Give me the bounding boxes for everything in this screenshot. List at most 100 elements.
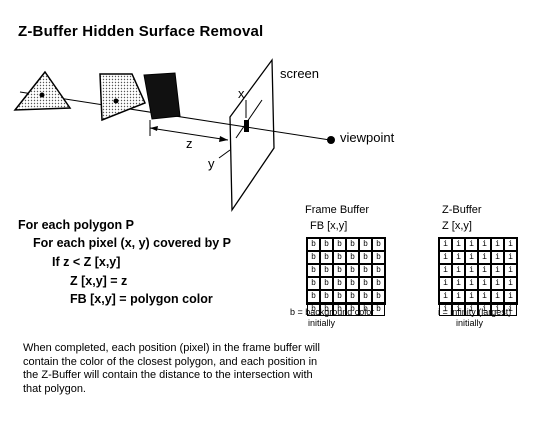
screen-pixel <box>244 120 249 132</box>
z-buffer-cell: i <box>439 251 452 264</box>
frame-buffer-cell: b <box>372 290 385 303</box>
frame-buffer-heading: Frame Buffer <box>305 204 369 216</box>
explanation-paragraph: When completed, each position (pixel) in… <box>23 342 320 395</box>
z-label: z <box>186 136 193 151</box>
frame-buffer-cell: b <box>307 264 320 277</box>
screen-plane <box>229 58 275 213</box>
z-buffer-cell: i <box>439 238 452 251</box>
z-buffer-cell: i <box>504 264 517 277</box>
far-triangle-polygon <box>13 70 72 111</box>
z-buffer-cell: i <box>452 303 465 316</box>
z-buffer-cell: i <box>452 251 465 264</box>
frame-buffer-cell: b <box>346 303 359 316</box>
frame-buffer-cell: b <box>359 238 372 251</box>
z-buffer-cell: i <box>478 303 491 316</box>
algo-line-5: FB [x,y] = polygon color <box>70 292 213 306</box>
frame-buffer-cell: b <box>372 251 385 264</box>
frame-buffer-cell: b <box>333 251 346 264</box>
frame-buffer-cell: b <box>307 290 320 303</box>
algo-line-2: For each pixel (x, y) covered by P <box>33 236 231 250</box>
frame-buffer-cell: b <box>333 277 346 290</box>
viewpoint-label: viewpoint <box>340 130 395 145</box>
z-buffer-cell: i <box>504 238 517 251</box>
algo-line-3: If z < Z [x,y] <box>52 255 121 269</box>
frame-buffer-cell: b <box>346 290 359 303</box>
screen-pixel-mark <box>235 99 263 139</box>
diagram-title: Z-Buffer Hidden Surface Removal <box>18 23 264 40</box>
frame-buffer-cell: b <box>307 238 320 251</box>
frame-buffer-cell: b <box>307 303 320 316</box>
frame-buffer-cell: b <box>320 264 333 277</box>
frame-buffer-cell: b <box>320 290 333 303</box>
z-buffer-cell: i <box>465 264 478 277</box>
z-dimension-line <box>149 127 229 141</box>
frame-buffer-cell: b <box>372 303 385 316</box>
z-buffer-cell: i <box>491 303 504 316</box>
z-buffer-cell: i <box>465 277 478 290</box>
z-buffer-cell: i <box>491 290 504 303</box>
screen-label: screen <box>280 66 320 81</box>
frame-buffer-cell: b <box>320 303 333 316</box>
frame-buffer-cell: b <box>320 238 333 251</box>
z-buffer-cell: i <box>465 290 478 303</box>
z-buffer-cell: i <box>504 277 517 290</box>
frame-buffer-cell: b <box>320 251 333 264</box>
z-buffer-heading: Z-Buffer <box>442 204 482 216</box>
z-buffer-cell: i <box>504 290 517 303</box>
z-buffer-cell: i <box>491 251 504 264</box>
y-label: y <box>208 156 215 171</box>
z-buffer-note-2: initially <box>456 318 484 328</box>
frame-buffer-note-2: initially <box>308 318 336 328</box>
frame-buffer-cell: b <box>333 264 346 277</box>
frame-buffer-subheading: FB [x,y] <box>310 220 348 232</box>
z-buffer-cell: i <box>452 264 465 277</box>
frame-buffer-cell: b <box>359 303 372 316</box>
viewpoint-dot <box>327 136 335 144</box>
z-buffer-cell: i <box>452 277 465 290</box>
frame-buffer-cell: b <box>372 238 385 251</box>
frame-buffer-cell: b <box>307 277 320 290</box>
z-buffer-cell: i <box>478 277 491 290</box>
frame-buffer-cell: b <box>333 303 346 316</box>
algo-line-4: Z [x,y] = z <box>70 274 128 288</box>
frame-buffer-cell: b <box>372 277 385 290</box>
z-buffer-cell: i <box>439 277 452 290</box>
near-dark-polygon <box>143 72 181 120</box>
z-buffer-cell: i <box>465 238 478 251</box>
z-buffer-cell: i <box>491 264 504 277</box>
x-label: x <box>238 86 245 101</box>
frame-buffer-cell: b <box>333 238 346 251</box>
frame-buffer-cell: b <box>372 264 385 277</box>
z-buffer-cell: i <box>478 264 491 277</box>
frame-buffer-cell: b <box>359 264 372 277</box>
z-buffer-cell: i <box>439 303 452 316</box>
z-buffer-cell: i <box>504 303 517 316</box>
frame-buffer-cell: b <box>346 277 359 290</box>
z-buffer-cell: i <box>478 251 491 264</box>
z-buffer-cell: i <box>504 251 517 264</box>
middle-quad-hit <box>113 98 119 104</box>
frame-buffer-cell: b <box>307 251 320 264</box>
algo-line-1: For each polygon P <box>18 218 134 232</box>
frame-buffer-cell: b <box>359 277 372 290</box>
frame-buffer-cell: b <box>359 290 372 303</box>
z-buffer-cell: i <box>452 238 465 251</box>
z-buffer-cell: i <box>491 238 504 251</box>
far-triangle-hit <box>39 92 45 98</box>
z-buffer-cell: i <box>439 264 452 277</box>
frame-buffer-note: b = background color <box>290 307 375 317</box>
z-buffer-cell: i <box>491 277 504 290</box>
z-buffer-cell: i <box>478 238 491 251</box>
z-buffer-subheading: Z [x,y] <box>442 220 472 232</box>
z-buffer-cell: i <box>439 290 452 303</box>
frame-buffer-cell: b <box>346 238 359 251</box>
frame-buffer-cell: b <box>333 290 346 303</box>
middle-quad-polygon <box>99 73 147 122</box>
z-buffer-cell: i <box>452 290 465 303</box>
z-buffer-cell: i <box>465 251 478 264</box>
frame-buffer-cell: b <box>359 251 372 264</box>
frame-buffer-cell: b <box>346 264 359 277</box>
